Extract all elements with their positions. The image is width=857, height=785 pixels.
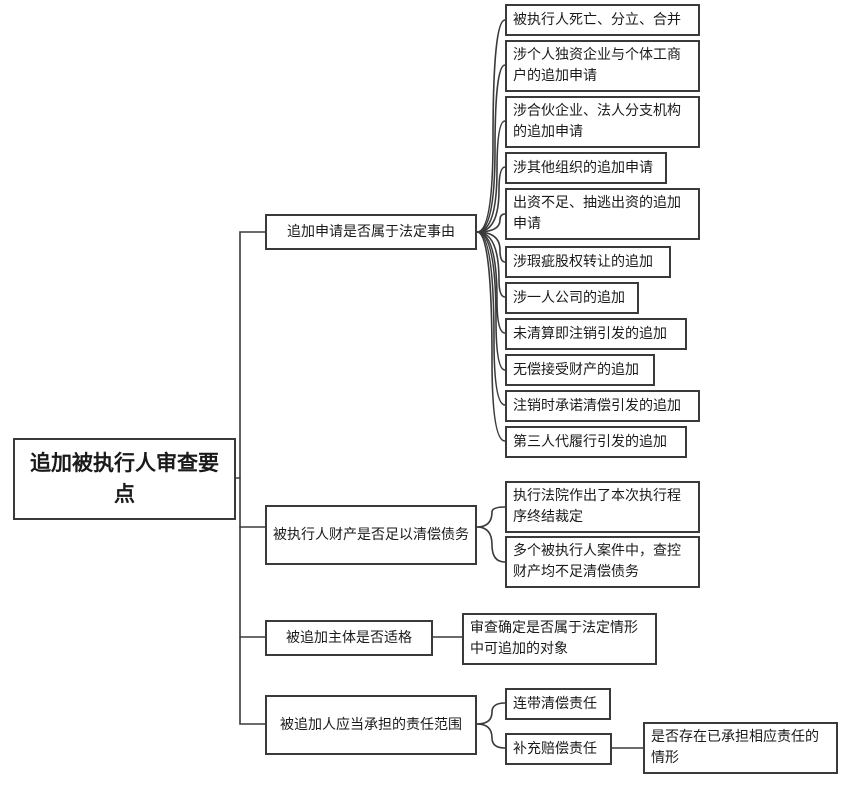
leaf-label: 第三人代履行引发的追加 <box>513 433 667 450</box>
leaf-label: 涉个人独资企业与个体工商户的追加申请 <box>513 47 681 84</box>
branch-subject-eligibility: 被追加主体是否适格 <box>265 620 433 656</box>
leaf-label: 涉合伙企业、法人分支机构的追加申请 <box>513 103 681 140</box>
leaf-multiple-debtors-insufficient: 多个被执行人案件中，查控财产均不足清偿债务 <box>505 536 700 588</box>
connector-b1-c6 <box>476 231 506 263</box>
branch-legal-grounds: 追加申请是否属于法定事由 <box>265 214 477 250</box>
connector-root-to-branch-2 <box>239 478 265 528</box>
leaf-label: 无偿接受财产的追加 <box>513 361 639 378</box>
leaf-insufficient-capital: 出资不足、抽逃出资的追加申请 <box>505 188 700 240</box>
root-label: 追加被执行人审查要点 <box>30 451 219 506</box>
leaf-label: 补充赔偿责任 <box>513 740 597 757</box>
connector-b1-c9 <box>476 231 506 371</box>
leaf-label: 审查确定是否属于法定情形中可追加的对象 <box>470 620 638 657</box>
leaf-label: 注销时承诺清偿引发的追加 <box>513 397 681 414</box>
leaf-label: 被执行人死亡、分立、合并 <box>513 11 681 28</box>
branch-label: 被执行人财产是否足以清偿债务 <box>273 526 469 543</box>
connector-b1-c8 <box>476 231 506 334</box>
connector-b1-c7 <box>476 231 506 298</box>
connector-b1-c3 <box>476 120 506 233</box>
root-node: 追加被执行人审查要点 <box>13 438 236 520</box>
connector-b1-c11 <box>476 231 506 442</box>
leaf-other-organization: 涉其他组织的追加申请 <box>505 152 667 184</box>
connector-b4-c2 <box>476 723 506 749</box>
leaf-label: 执行法院作出了本次执行程序终结裁定 <box>513 488 681 525</box>
leaf-gratuitous-property: 无偿接受财产的追加 <box>505 354 655 386</box>
leaf-label: 多个被执行人案件中，查控财产均不足清偿债务 <box>513 543 681 580</box>
leaf-sole-proprietorship: 涉个人独资企业与个体工商户的追加申请 <box>505 40 700 92</box>
leaf-label: 涉其他组织的追加申请 <box>513 159 653 176</box>
leaf-label: 连带清偿责任 <box>513 695 597 712</box>
leaf-joint-liability: 连带清偿责任 <box>505 688 611 720</box>
leaf-legal-eligible-object: 审查确定是否属于法定情形中可追加的对象 <box>462 613 657 665</box>
connector-b1-c5 <box>476 213 506 233</box>
connector-root-trunk <box>236 231 265 479</box>
leaf-label: 出资不足、抽逃出资的追加申请 <box>513 195 681 232</box>
leaf-termination-ruling: 执行法院作出了本次执行程序终结裁定 <box>505 481 700 533</box>
connector-b1-c4 <box>476 166 506 233</box>
leaf-deregistration-no-liquidation: 未清算即注销引发的追加 <box>505 318 687 350</box>
leaf-already-assumed-liability: 是否存在已承担相应责任的情形 <box>643 722 838 774</box>
connector-b4-c1 <box>476 702 506 725</box>
leaf-partnership-branch: 涉合伙企业、法人分支机构的追加申请 <box>505 96 700 148</box>
leaf-defective-equity: 涉瑕疵股权转让的追加 <box>505 246 671 278</box>
connector-b1-c10 <box>476 231 506 406</box>
connector-root-to-branch-3 <box>239 527 265 638</box>
leaf-label: 涉瑕疵股权转让的追加 <box>513 253 653 270</box>
connector-b1-c1 <box>476 19 506 233</box>
connector-b2-c2 <box>476 526 506 563</box>
leaf-repayment-promise: 注销时承诺清偿引发的追加 <box>505 390 700 422</box>
leaf-third-party-performance: 第三人代履行引发的追加 <box>505 426 687 458</box>
leaf-death-division-merger: 被执行人死亡、分立、合并 <box>505 4 700 36</box>
leaf-supplementary-liability: 补充赔偿责任 <box>505 733 612 765</box>
branch-label: 被追加主体是否适格 <box>286 629 412 646</box>
branch-label: 被追加人应当承担的责任范围 <box>280 716 462 733</box>
leaf-single-person-company: 涉一人公司的追加 <box>505 282 639 314</box>
branch-liability-scope: 被追加人应当承担的责任范围 <box>265 695 477 755</box>
leaf-label: 是否存在已承担相应责任的情形 <box>651 729 819 766</box>
branch-label: 追加申请是否属于法定事由 <box>287 223 455 240</box>
leaf-label: 未清算即注销引发的追加 <box>513 325 667 342</box>
branch-assets-sufficiency: 被执行人财产是否足以清偿债务 <box>265 505 477 565</box>
connector-root-to-branch-4 <box>239 637 265 725</box>
connector-b2-c1 <box>476 506 506 528</box>
connector-b1-c2 <box>476 64 506 233</box>
leaf-label: 涉一人公司的追加 <box>513 289 625 306</box>
